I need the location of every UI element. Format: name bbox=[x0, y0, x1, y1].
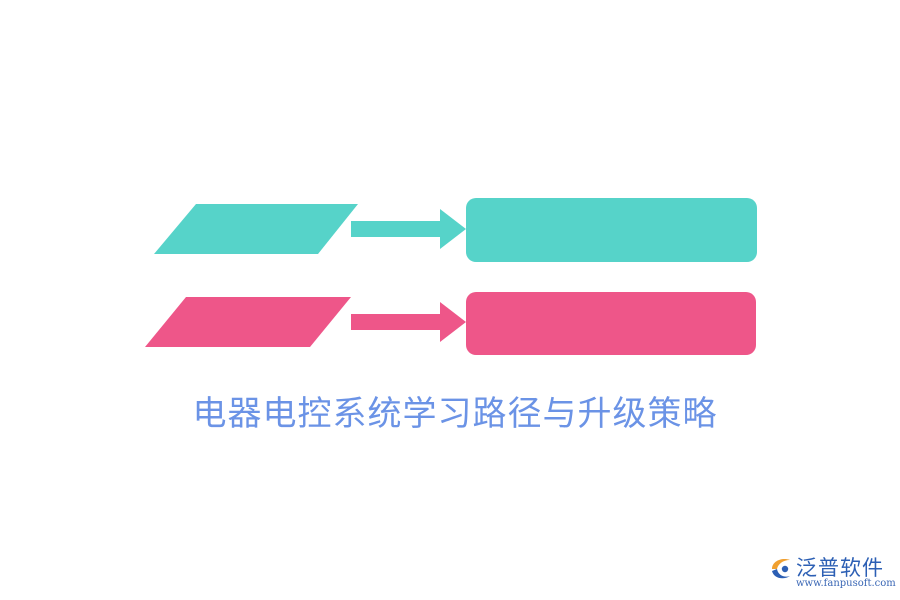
output-box-2 bbox=[466, 292, 756, 355]
flow-row-2 bbox=[145, 292, 756, 355]
logo-name: 泛普软件 bbox=[796, 556, 884, 580]
diagram-title: 电器电控系统学习路径与升级策略 bbox=[192, 394, 718, 434]
input-parallelogram-1 bbox=[154, 204, 358, 254]
arrow-right-icon bbox=[351, 209, 466, 249]
output-box-1 bbox=[466, 198, 757, 262]
flow-row-1 bbox=[154, 198, 757, 262]
logo-url: www.fanpusoft.com bbox=[796, 578, 896, 589]
arrow-right-icon bbox=[351, 302, 466, 342]
input-parallelogram-2 bbox=[145, 297, 351, 347]
brand-logo: 泛普软件 www.fanpusoft.com bbox=[768, 551, 896, 591]
fanpu-logo-icon bbox=[772, 559, 790, 579]
